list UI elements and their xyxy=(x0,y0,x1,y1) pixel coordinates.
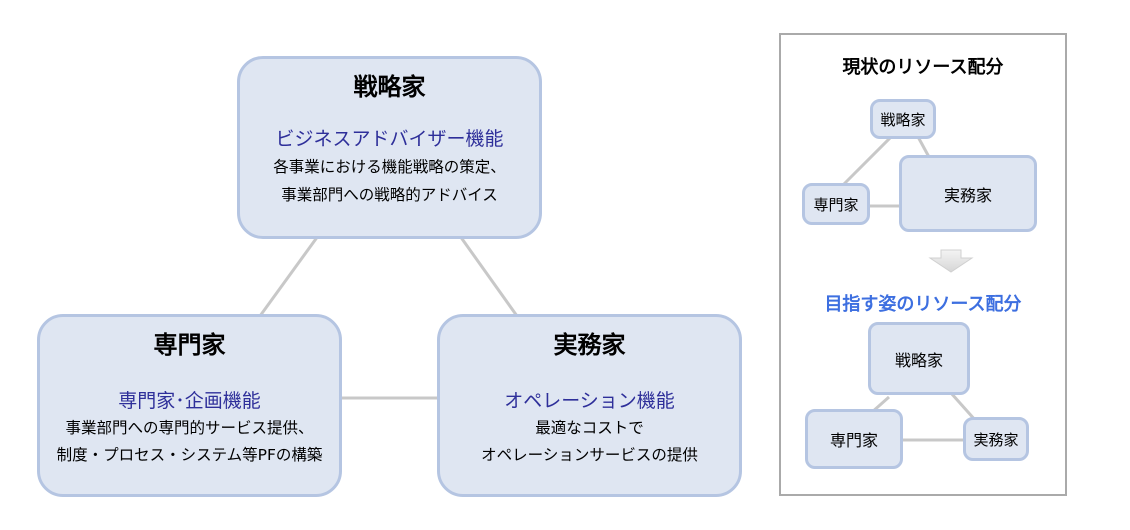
target-practitioner-box: 実務家 xyxy=(963,417,1029,461)
specialist-desc-line1: 事業部門への専門的サービス提供、 xyxy=(65,419,314,437)
strategist-node: 戦略家 ビジネスアドバイザー機能 各事業における機能戦略の策定、 事業部門への戦… xyxy=(237,56,542,239)
panel-connectors xyxy=(839,133,978,442)
practitioner-desc-line1: 最適なコストで xyxy=(535,419,644,437)
current-practitioner-box: 実務家 xyxy=(899,155,1037,232)
specialist-title: 専門家 xyxy=(153,331,226,359)
practitioner-title: 実務家 xyxy=(553,331,626,359)
target-strategist-box: 戦略家 xyxy=(868,322,970,395)
practitioner-desc-line2: オペレーションサービスの提供 xyxy=(481,446,698,464)
resource-allocation-panel: 現状のリソース配分 戦略家 実務家 専門家 目指す姿のリソース配分 戦略家 専門… xyxy=(779,33,1067,496)
specialist-function: 専門家･企画機能 xyxy=(118,390,261,412)
target-specialist-box: 専門家 xyxy=(805,409,903,469)
current-allocation-title: 現状のリソース配分 xyxy=(842,57,1004,78)
connector-strategist-practitioner xyxy=(458,235,519,317)
practitioner-node: 実務家 オペレーション機能 最適なコストで オペレーションサービスの提供 xyxy=(437,314,742,497)
strategist-desc-line1: 各事業における機能戦略の策定、 xyxy=(273,158,506,176)
strategist-desc-line2: 事業部門への戦略的アドバイス xyxy=(281,186,498,204)
specialist-node: 専門家 専門家･企画機能 事業部門への専門的サービス提供、 制度・プロセス・シス… xyxy=(37,314,342,497)
target-allocation-title: 目指す姿のリソース配分 xyxy=(824,294,1022,315)
strategist-function: ビジネスアドバイザー機能 xyxy=(275,128,504,150)
target-connector-strategist-practitioner xyxy=(949,392,978,422)
strategist-title: 戦略家 xyxy=(353,73,426,101)
connector-strategist-specialist xyxy=(258,235,320,317)
specialist-desc-line2: 制度・プロセス・システム等PFの構築 xyxy=(56,446,323,464)
current-connector-strategist-specialist xyxy=(839,133,895,189)
practitioner-function: オペレーション機能 xyxy=(504,390,675,412)
current-specialist-box: 専門家 xyxy=(802,183,870,225)
down-arrow-icon xyxy=(928,249,974,273)
current-strategist-box: 戦略家 xyxy=(870,99,936,139)
